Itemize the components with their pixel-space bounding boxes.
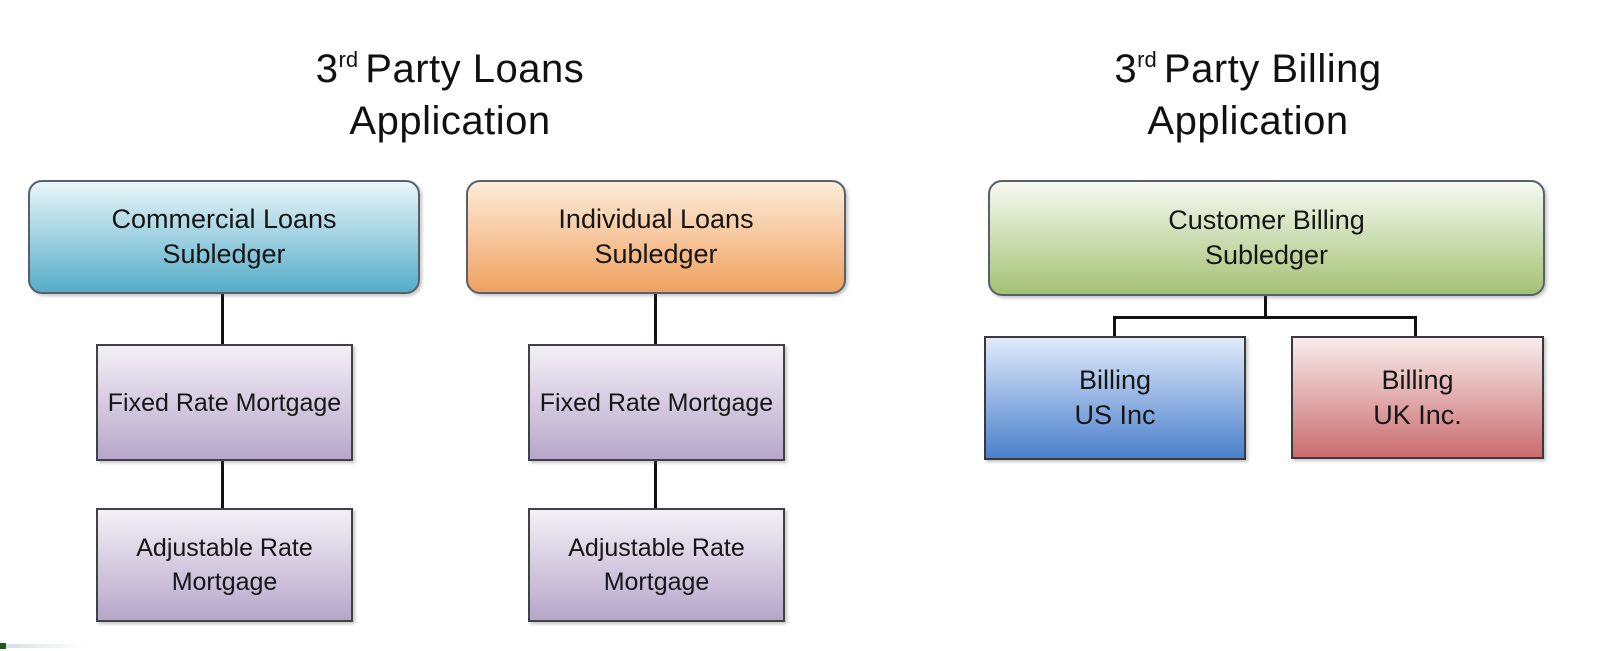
node-billing-uk-inc: Billing UK Inc. (1291, 336, 1544, 459)
connector-drop-billing-uk (1414, 316, 1417, 337)
node-label-line: Fixed Rate Mortgage (107, 388, 342, 417)
node-label-line: Subledger (1204, 240, 1329, 270)
loans-title-line2: Application (349, 99, 551, 143)
loans-title-ordinal: rd (338, 47, 359, 72)
node-adjustable-rate-mortgage-commercial: Adjustable Rate Mortgage (96, 508, 353, 622)
node-fixed-rate-mortgage-commercial: Fixed Rate Mortgage (96, 344, 353, 461)
screen-edge-artifact-bar (6, 644, 86, 648)
billing-title-ordinal: rd (1137, 47, 1157, 72)
node-label-line: US Inc (1074, 400, 1156, 430)
connector-fixed-to-adjustable-individual (654, 460, 657, 509)
node-billing-us-inc: Billing US Inc (984, 336, 1246, 460)
connector-drop-billing-us (1113, 316, 1116, 337)
node-label-line: Adjustable Rate (568, 534, 745, 562)
connector-fixed-to-adjustable-commercial (221, 460, 224, 509)
node-customer-billing-subledger: Customer Billing Subledger (988, 180, 1545, 296)
connector-individual-to-fixed (654, 294, 657, 345)
billing-title-rest: Party Billing (1163, 47, 1382, 91)
node-label-line: Adjustable Rate (136, 534, 313, 562)
loans-title-number: 3 (315, 47, 339, 91)
node-fixed-rate-mortgage-individual: Fixed Rate Mortgage (528, 344, 785, 461)
billing-title-line2: Application (1147, 99, 1349, 143)
node-label-line: Commercial Loans (111, 204, 337, 234)
node-label-line: UK Inc. (1373, 399, 1462, 430)
node-label-line: Billing (1381, 364, 1454, 395)
node-label-line: Subledger (594, 239, 718, 269)
node-label-line: Customer Billing (1168, 205, 1365, 235)
node-label-line: Fixed Rate Mortgage (539, 388, 774, 417)
node-label-line: Mortgage (171, 568, 278, 596)
node-label-line: Subledger (162, 239, 286, 269)
node-label-line: Billing (1078, 365, 1152, 395)
loans-title-rest: Party Loans (365, 47, 585, 91)
connector-commercial-to-fixed (221, 294, 224, 345)
node-adjustable-rate-mortgage-individual: Adjustable Rate Mortgage (528, 508, 785, 622)
screen-edge-artifact-chip (0, 643, 6, 649)
connector-customer-stub (1264, 295, 1267, 319)
node-commercial-loans-subledger: Commercial Loans Subledger (28, 180, 420, 294)
node-label-line: Individual Loans (558, 204, 754, 234)
connector-billing-horizontal (1113, 316, 1417, 319)
billing-title-number: 3 (1114, 47, 1138, 91)
node-individual-loans-subledger: Individual Loans Subledger (466, 180, 846, 294)
node-label-line: Mortgage (603, 568, 710, 596)
